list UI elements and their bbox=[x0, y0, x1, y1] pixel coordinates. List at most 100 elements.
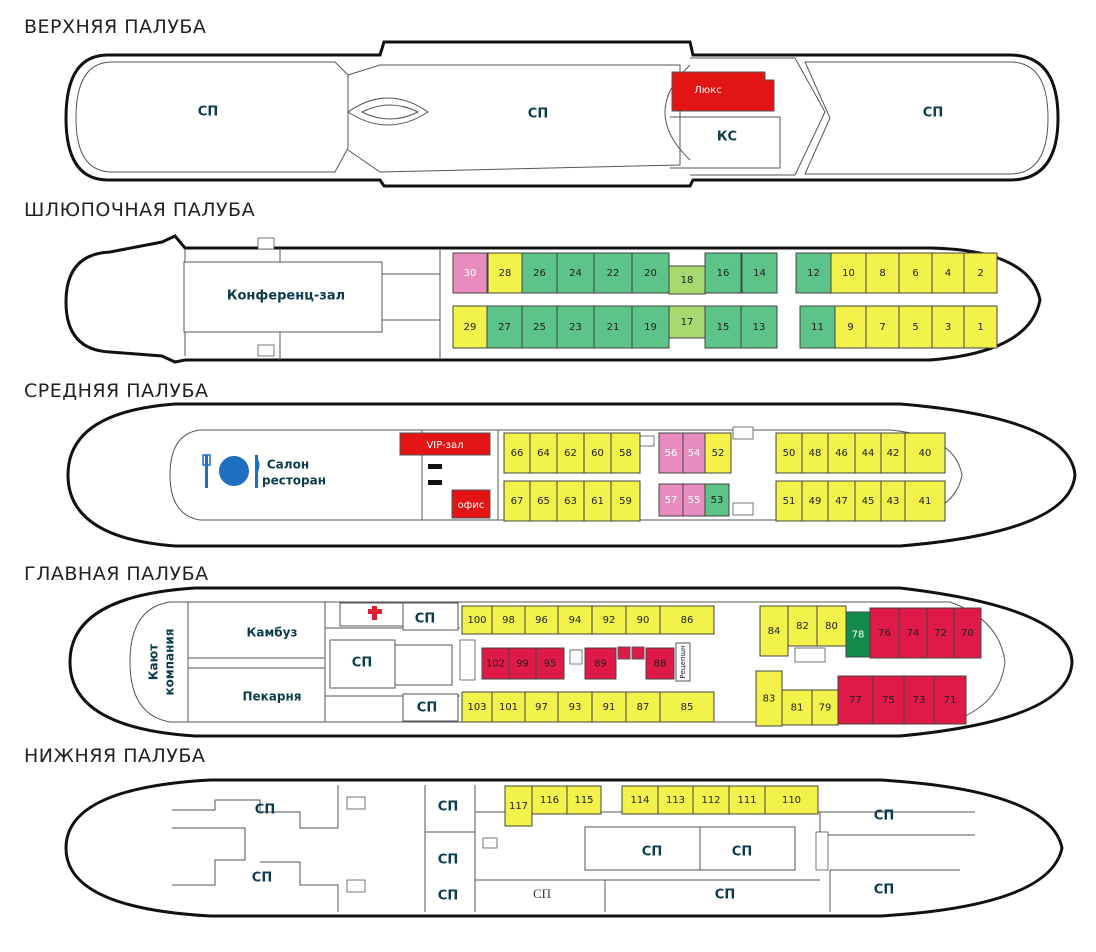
deck-title-main: ГЛАВНАЯ ПАЛУБА bbox=[24, 563, 209, 585]
cabin-4 bbox=[931, 252, 965, 294]
main-sp-3: СП bbox=[417, 701, 437, 716]
cabin-number-48: 48 bbox=[809, 448, 822, 459]
cabin-number-83: 83 bbox=[763, 694, 776, 705]
cabin-number-87: 87 bbox=[637, 702, 650, 713]
cabin-number-26: 26 bbox=[533, 268, 546, 279]
cabin-61 bbox=[583, 480, 612, 522]
cabin-20 bbox=[631, 252, 670, 294]
cabin-40 bbox=[904, 432, 946, 474]
cabin-48 bbox=[801, 432, 829, 474]
cabin-number-30: 30 bbox=[464, 268, 477, 279]
cabin-number-22: 22 bbox=[607, 268, 620, 279]
cabin-number-66: 66 bbox=[511, 448, 524, 459]
toilet-icon bbox=[428, 464, 442, 485]
cabin-84 bbox=[759, 605, 789, 657]
cabin-number-9: 9 bbox=[847, 322, 853, 333]
cabin-82 bbox=[787, 605, 818, 647]
cabin-88 bbox=[645, 647, 675, 680]
lower-sp-10: СП bbox=[874, 809, 894, 824]
cabin-19 bbox=[631, 305, 670, 349]
cabin-number-101: 101 bbox=[499, 702, 518, 713]
cabin-75 bbox=[872, 675, 905, 725]
cabin-number-78: 78 bbox=[852, 630, 865, 641]
deck-title-boat: ШЛЮПОЧНАЯ ПАЛУБА bbox=[24, 199, 255, 221]
deck-title-upper: ВЕРХНЯЯ ПАЛУБА bbox=[24, 16, 206, 38]
cabin-70 bbox=[953, 607, 982, 659]
cabin-number-25: 25 bbox=[533, 322, 546, 333]
cabin-number-71: 71 bbox=[944, 695, 957, 706]
cabin-number-40: 40 bbox=[919, 448, 932, 459]
cabin-number-62: 62 bbox=[564, 448, 577, 459]
cabin-number-110: 110 bbox=[782, 795, 801, 806]
cabin-58 bbox=[610, 432, 641, 474]
cabin-97 bbox=[524, 691, 559, 723]
cabin-27 bbox=[486, 305, 523, 349]
cabin-14 bbox=[741, 252, 778, 294]
cabin-number-56: 56 bbox=[665, 448, 678, 459]
upper-sp-middle: СП bbox=[528, 107, 548, 122]
cabin-number-46: 46 bbox=[835, 448, 848, 459]
cabin-number-72: 72 bbox=[934, 628, 947, 639]
cabin-number-43: 43 bbox=[887, 496, 900, 507]
cabin-number-115: 115 bbox=[574, 795, 593, 806]
cabin-90 bbox=[625, 605, 661, 635]
cabin-number-81: 81 bbox=[791, 703, 804, 714]
cabin-79 bbox=[811, 689, 839, 726]
cabin-number-111: 111 bbox=[737, 795, 756, 806]
cabin-43 bbox=[880, 480, 906, 522]
middle-office-label: офис bbox=[458, 500, 485, 511]
main-reception-label: Рецепшн bbox=[679, 645, 687, 678]
cabin-72 bbox=[926, 607, 955, 659]
cabin-98 bbox=[491, 605, 526, 635]
cabin-number-64: 64 bbox=[537, 448, 550, 459]
cabin-22 bbox=[593, 252, 633, 294]
cabin-18 bbox=[668, 265, 706, 295]
deck-title-lower: НИЖНЯЯ ПАЛУБА bbox=[24, 745, 205, 767]
cabin-42 bbox=[880, 432, 906, 474]
cabin-56 bbox=[658, 432, 684, 474]
cabin-number-85: 85 bbox=[681, 702, 694, 713]
cabin-number-70: 70 bbox=[961, 628, 974, 639]
cabin-number-4: 4 bbox=[945, 268, 951, 279]
cabin-51 bbox=[775, 480, 803, 522]
cabin-73 bbox=[903, 675, 935, 725]
cabin-number-20: 20 bbox=[644, 268, 657, 279]
cabin-41 bbox=[904, 480, 946, 522]
cabin-number-58: 58 bbox=[619, 448, 632, 459]
cabin-number-88: 88 bbox=[654, 659, 667, 670]
cabin-number-86: 86 bbox=[681, 615, 694, 626]
cabin-number-24: 24 bbox=[569, 268, 582, 279]
cabin-number-76: 76 bbox=[878, 628, 891, 639]
cabin-number-2: 2 bbox=[977, 268, 983, 279]
cabin-number-5: 5 bbox=[912, 322, 918, 333]
cabin-number-116: 116 bbox=[540, 795, 559, 806]
cabin-number-63: 63 bbox=[564, 496, 577, 507]
cabin-number-10: 10 bbox=[842, 268, 855, 279]
cabin-96 bbox=[524, 605, 559, 635]
lower-sp-4: СП bbox=[438, 853, 458, 868]
cabin-number-57: 57 bbox=[665, 495, 678, 506]
cabin-number-54: 54 bbox=[688, 448, 701, 459]
cabin-number-49: 49 bbox=[809, 496, 822, 507]
cabin-1 bbox=[963, 305, 998, 349]
cabin-26 bbox=[521, 252, 558, 294]
cabin-113 bbox=[657, 785, 694, 815]
cabin-11 bbox=[799, 305, 836, 349]
cabin-number-55: 55 bbox=[688, 495, 701, 506]
cabin-number-15: 15 bbox=[717, 322, 730, 333]
middle-vip-label: VIP-зал bbox=[426, 440, 463, 451]
cabin-number-51: 51 bbox=[783, 496, 796, 507]
cabin-71 bbox=[933, 675, 967, 725]
cabin-number-80: 80 bbox=[825, 621, 838, 632]
cabin-number-65: 65 bbox=[537, 496, 550, 507]
cabin-number-97: 97 bbox=[535, 702, 548, 713]
cabin-number-82: 82 bbox=[796, 621, 809, 632]
boat-conference-label: Конференц-зал bbox=[227, 289, 345, 304]
cabin-number-12: 12 bbox=[807, 268, 820, 279]
cabin-number-18: 18 bbox=[681, 275, 694, 286]
cabin-21 bbox=[593, 305, 633, 349]
cabin-60 bbox=[583, 432, 612, 474]
